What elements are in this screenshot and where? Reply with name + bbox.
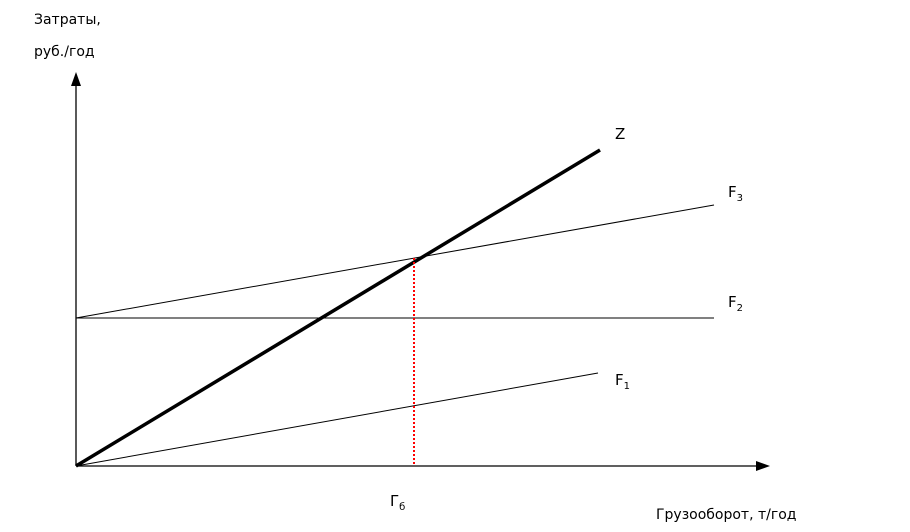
x-axis-title: Грузооборот, т/год <box>656 507 796 523</box>
label-f3-subscript: 3 <box>737 193 743 204</box>
label-z: Z <box>615 125 625 143</box>
label-f1-subscript: 1 <box>624 381 630 392</box>
label-f3: F3 <box>728 183 743 204</box>
label-f2: F2 <box>728 293 743 314</box>
label-z-text: Z <box>615 125 625 143</box>
y-axis-title-line1: Затраты, <box>34 12 101 28</box>
label-f1: F1 <box>615 371 630 392</box>
line-f3 <box>75 204 715 319</box>
label-f2-subscript: 2 <box>737 303 743 314</box>
y-axis-title-line2: руб./год <box>34 44 95 60</box>
break-even-letter: Г <box>390 492 399 510</box>
label-f3-letter: F <box>728 183 737 201</box>
break-even-subscript: б <box>399 502 405 513</box>
y-axis-arrow <box>71 72 81 86</box>
line-f1 <box>75 372 599 467</box>
label-f1-letter: F <box>615 371 624 389</box>
x-axis-arrow <box>756 461 770 471</box>
line-z <box>75 148 601 468</box>
label-f2-letter: F <box>728 293 737 311</box>
break-even-label: Гб <box>390 492 405 513</box>
